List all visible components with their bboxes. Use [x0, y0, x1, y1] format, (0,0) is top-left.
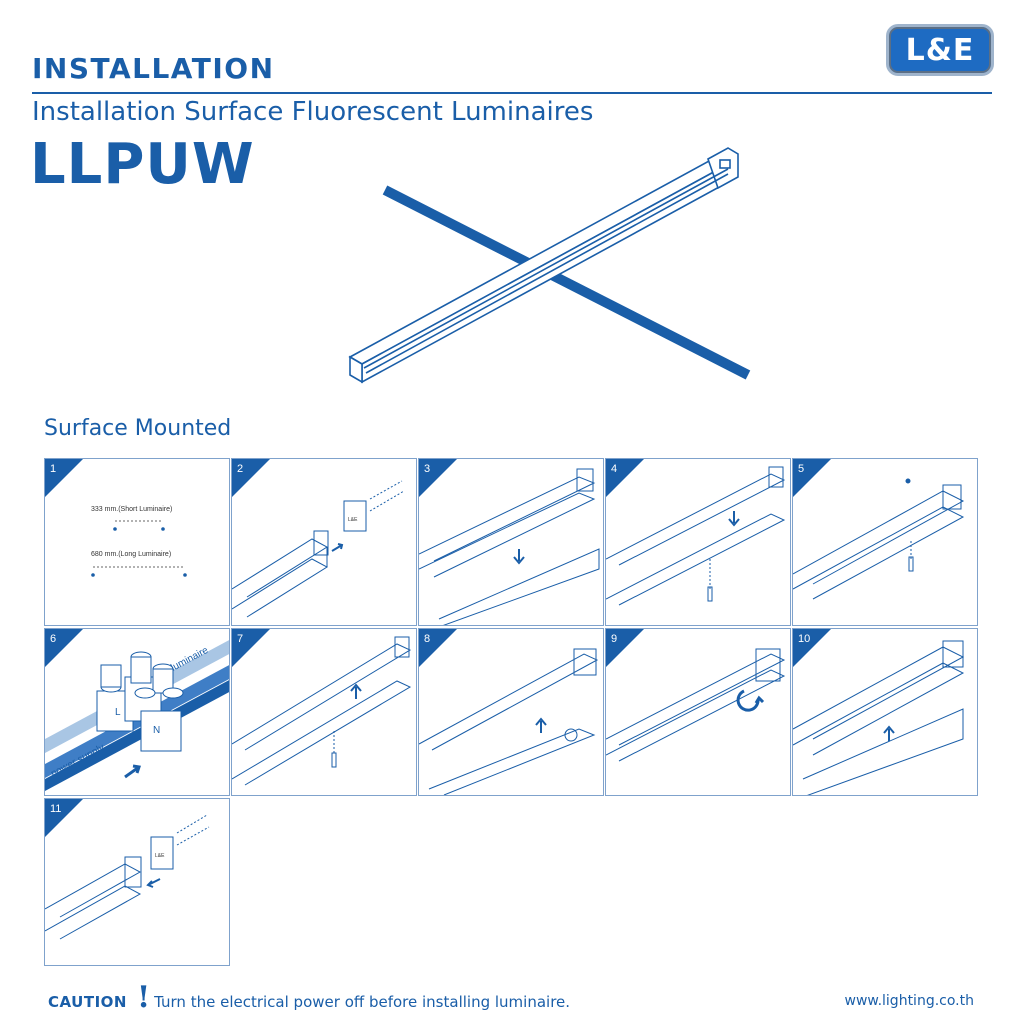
step-number: 2: [237, 463, 244, 475]
channel-drawing: [419, 468, 600, 625]
step-4: 4: [605, 458, 791, 626]
step-9: 9: [605, 628, 791, 796]
step-2: 2 L&E: [231, 458, 417, 626]
terminal-n-label: N: [153, 725, 160, 736]
caution-footer: CAUTION ! Turn the electrical power off …: [48, 980, 571, 1015]
lamp-insert-drawing: [419, 648, 599, 795]
luminaire-illustration: [348, 147, 751, 384]
step-corner: [606, 459, 644, 497]
exclamation-icon: !: [136, 980, 151, 1015]
step-number: 9: [611, 633, 618, 645]
screw-drawing: [606, 466, 786, 606]
step-number: 3: [424, 463, 431, 475]
end-cap-final-drawing: L&E: [45, 814, 210, 940]
step-7: 7: [231, 628, 417, 796]
page-heading: INSTALLATION: [32, 52, 275, 85]
step-corner: [45, 799, 83, 837]
step-8: 8: [418, 628, 604, 796]
terminal-l-label: L: [115, 707, 121, 718]
step-corner: [419, 629, 457, 667]
wiring-drawing: L N luminaire power supply: [45, 640, 229, 791]
dimension-drawing: [91, 520, 187, 577]
section-title: Surface Mounted: [44, 416, 232, 441]
step-11: 11 L&E: [44, 798, 230, 966]
lamp-rotate-drawing: [606, 648, 786, 762]
cap-label: L&E: [155, 853, 165, 859]
logo-text: L&E: [905, 32, 975, 68]
website-link[interactable]: www.lighting.co.th: [844, 993, 974, 1009]
short-dimension-label: 333 mm.(Short Luminaire): [91, 506, 173, 513]
luminaire-body: [348, 147, 739, 384]
cap-label: L&E: [348, 517, 358, 523]
step-number: 1: [50, 463, 57, 475]
step-corner: [232, 629, 270, 667]
step-corner: [45, 629, 83, 667]
step-5: 5: [792, 458, 978, 626]
caution-label: CAUTION: [48, 992, 127, 1011]
step-corner: [45, 459, 83, 497]
blue-bar: [382, 185, 751, 380]
cover-drawing: [232, 636, 412, 786]
step-corner: [419, 459, 457, 497]
model-name: LLPUW: [30, 132, 255, 197]
step-number: 8: [424, 633, 431, 645]
step-corner: [793, 629, 831, 667]
diffuser-drawing: [793, 640, 965, 795]
step-10: 10: [792, 628, 978, 796]
header-rule: [32, 92, 992, 94]
page-subtitle: Installation Surface Fluorescent Luminai…: [32, 97, 594, 127]
step-number: 6: [50, 633, 57, 645]
step-corner: [232, 459, 270, 497]
step-corner: [606, 629, 644, 667]
step-number: 10: [798, 633, 811, 645]
step-number: 5: [798, 463, 805, 475]
step-number: 4: [611, 463, 618, 475]
step-corner: [793, 459, 831, 497]
end-cap-drawing: L&E: [232, 480, 405, 618]
caution-text: Turn the electrical power off before ins…: [154, 992, 571, 1011]
step-6: 6 L N luminaire power supply: [44, 628, 230, 796]
step-1: 1 333 mm.(Short Luminaire) 680 mm.(Long …: [44, 458, 230, 626]
mounted-rail-drawing: [793, 478, 965, 600]
step-number: 11: [50, 803, 62, 815]
step-number: 7: [237, 633, 244, 645]
brand-logo: L&E: [886, 24, 994, 76]
step-3: 3: [418, 458, 604, 626]
long-dimension-label: 680 mm.(Long Luminaire): [91, 551, 172, 558]
